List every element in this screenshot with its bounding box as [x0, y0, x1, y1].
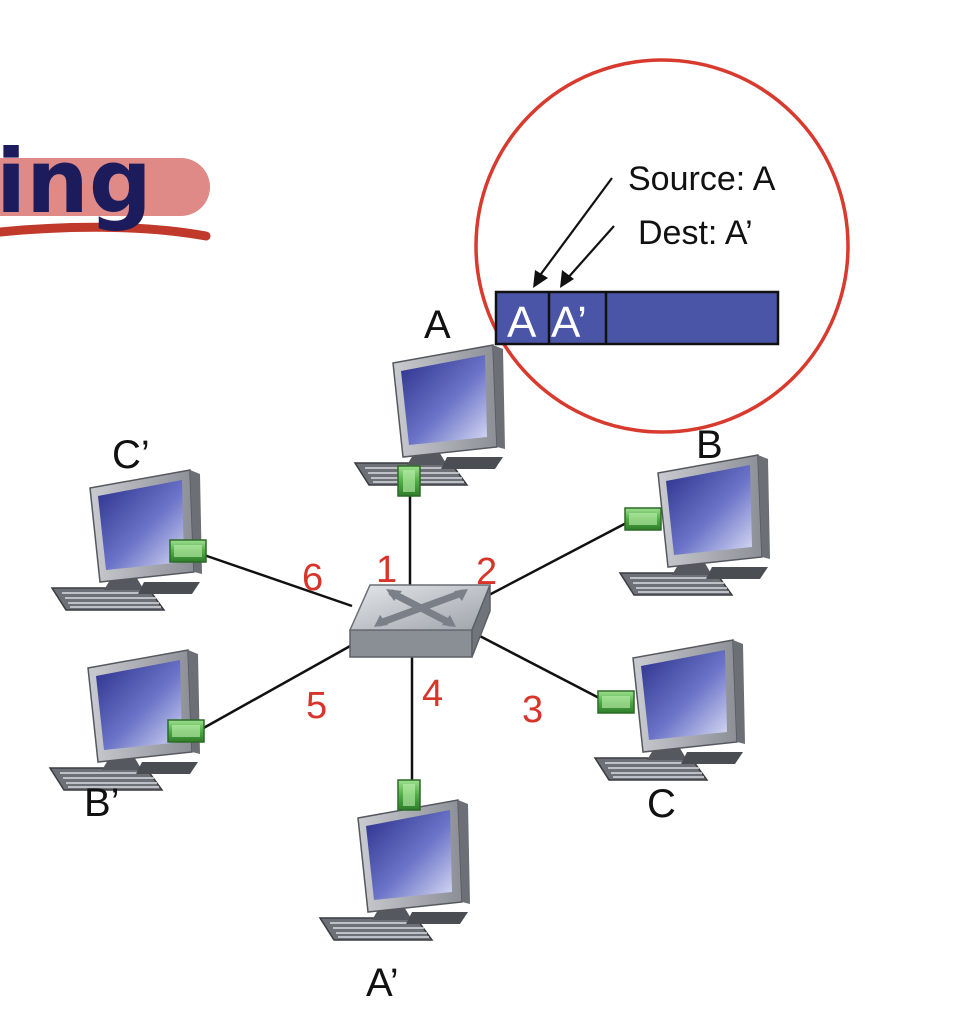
- dest-label: Dest: A’: [638, 214, 753, 252]
- title-text: ing: [0, 130, 152, 233]
- link-C2: [203, 553, 353, 608]
- port-label-1: 1: [376, 549, 397, 591]
- network-interface-icon: [624, 507, 662, 531]
- host-A2: [319, 779, 471, 941]
- frame-field-dest: A’: [551, 298, 587, 347]
- arrowhead-source: [533, 270, 548, 288]
- slide-title: ing: [0, 130, 211, 241]
- port-label-6: 6: [302, 557, 323, 599]
- network-interface-icon: [169, 539, 207, 563]
- arrowhead-dest: [560, 270, 574, 288]
- source-label: Source: A: [628, 160, 776, 198]
- host-label-A: A: [424, 303, 451, 347]
- host-C2: [51, 469, 207, 611]
- links: [199, 490, 633, 780]
- host-B: [619, 454, 771, 596]
- host-C: [594, 639, 746, 781]
- host-label-C: C: [647, 782, 676, 826]
- ethernet-frame: A A’: [494, 290, 780, 347]
- network-interface-icon: [167, 719, 205, 743]
- frame-field-source: A: [507, 298, 537, 347]
- link-B: [467, 518, 633, 608]
- host-label-A2: A’: [366, 961, 399, 1005]
- source-pointer: [537, 177, 613, 279]
- title-underline: [0, 222, 211, 241]
- network-interface-icon: [397, 465, 421, 497]
- host-A: [354, 344, 506, 497]
- link-B2: [199, 643, 353, 732]
- frame-zoom-inset: A A’ Source: A Dest: A’: [474, 58, 850, 434]
- network-interface-icon: [597, 690, 635, 714]
- title-highlight-bar: [0, 158, 210, 216]
- desktop-computer-icon: [354, 344, 506, 486]
- port-label-2: 2: [476, 551, 497, 593]
- port-label-3: 3: [522, 689, 543, 731]
- dest-pointer: [565, 225, 615, 281]
- port-label-4: 4: [422, 673, 443, 715]
- host-label-C2: C’: [112, 433, 150, 477]
- host-label-B2: B’: [84, 781, 120, 825]
- port-label-5: 5: [306, 685, 327, 727]
- host-B2: [49, 649, 205, 791]
- host-label-B: B: [696, 423, 723, 467]
- desktop-computer-icon: [319, 799, 471, 941]
- zoom-circle: [474, 58, 850, 434]
- network-interface-icon: [397, 779, 421, 811]
- link-C: [473, 631, 604, 702]
- network-switch-icon: [348, 584, 492, 658]
